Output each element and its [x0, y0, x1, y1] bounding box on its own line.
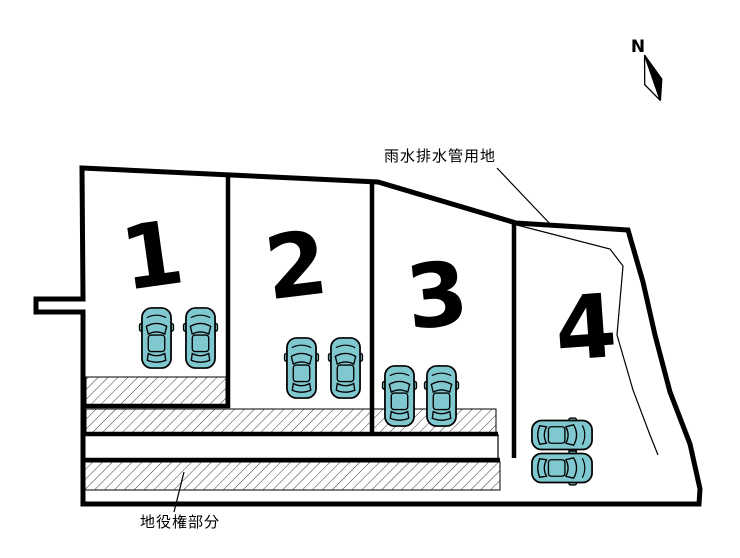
lot-3-number: 3: [401, 241, 473, 350]
drainage-strip-boundary: [516, 224, 659, 456]
car-icon-lot4-a: [531, 417, 593, 453]
site-boundary: [33, 165, 703, 507]
car-icon-lot1-a: [138, 307, 175, 369]
car-icon-lot4-b: [531, 450, 593, 486]
easement-label: 地役権部分: [140, 513, 220, 531]
drainage-leader-line: [496, 167, 554, 228]
hatch-band-lot1: [85, 376, 227, 406]
lot-1-number: 1: [115, 200, 190, 311]
easement-leader-line: [173, 471, 185, 513]
car-icon-lot1-b: [182, 307, 219, 369]
car-icon-lot2-b: [327, 337, 364, 399]
north-arrow: N: [631, 37, 663, 101]
car-icon-lot2-a: [283, 337, 320, 399]
hatch-band-easement: [83, 461, 501, 491]
compass-needle-black-half: [643, 54, 663, 101]
compass-n-label: N: [631, 37, 645, 57]
car-icon-lot3-a: [381, 365, 418, 427]
car-icon-lot3-b: [423, 365, 460, 427]
lot-4-number: 4: [552, 274, 620, 381]
lot-2-number: 2: [259, 211, 332, 321]
drainage-label: 雨水排水管用地: [384, 147, 496, 165]
